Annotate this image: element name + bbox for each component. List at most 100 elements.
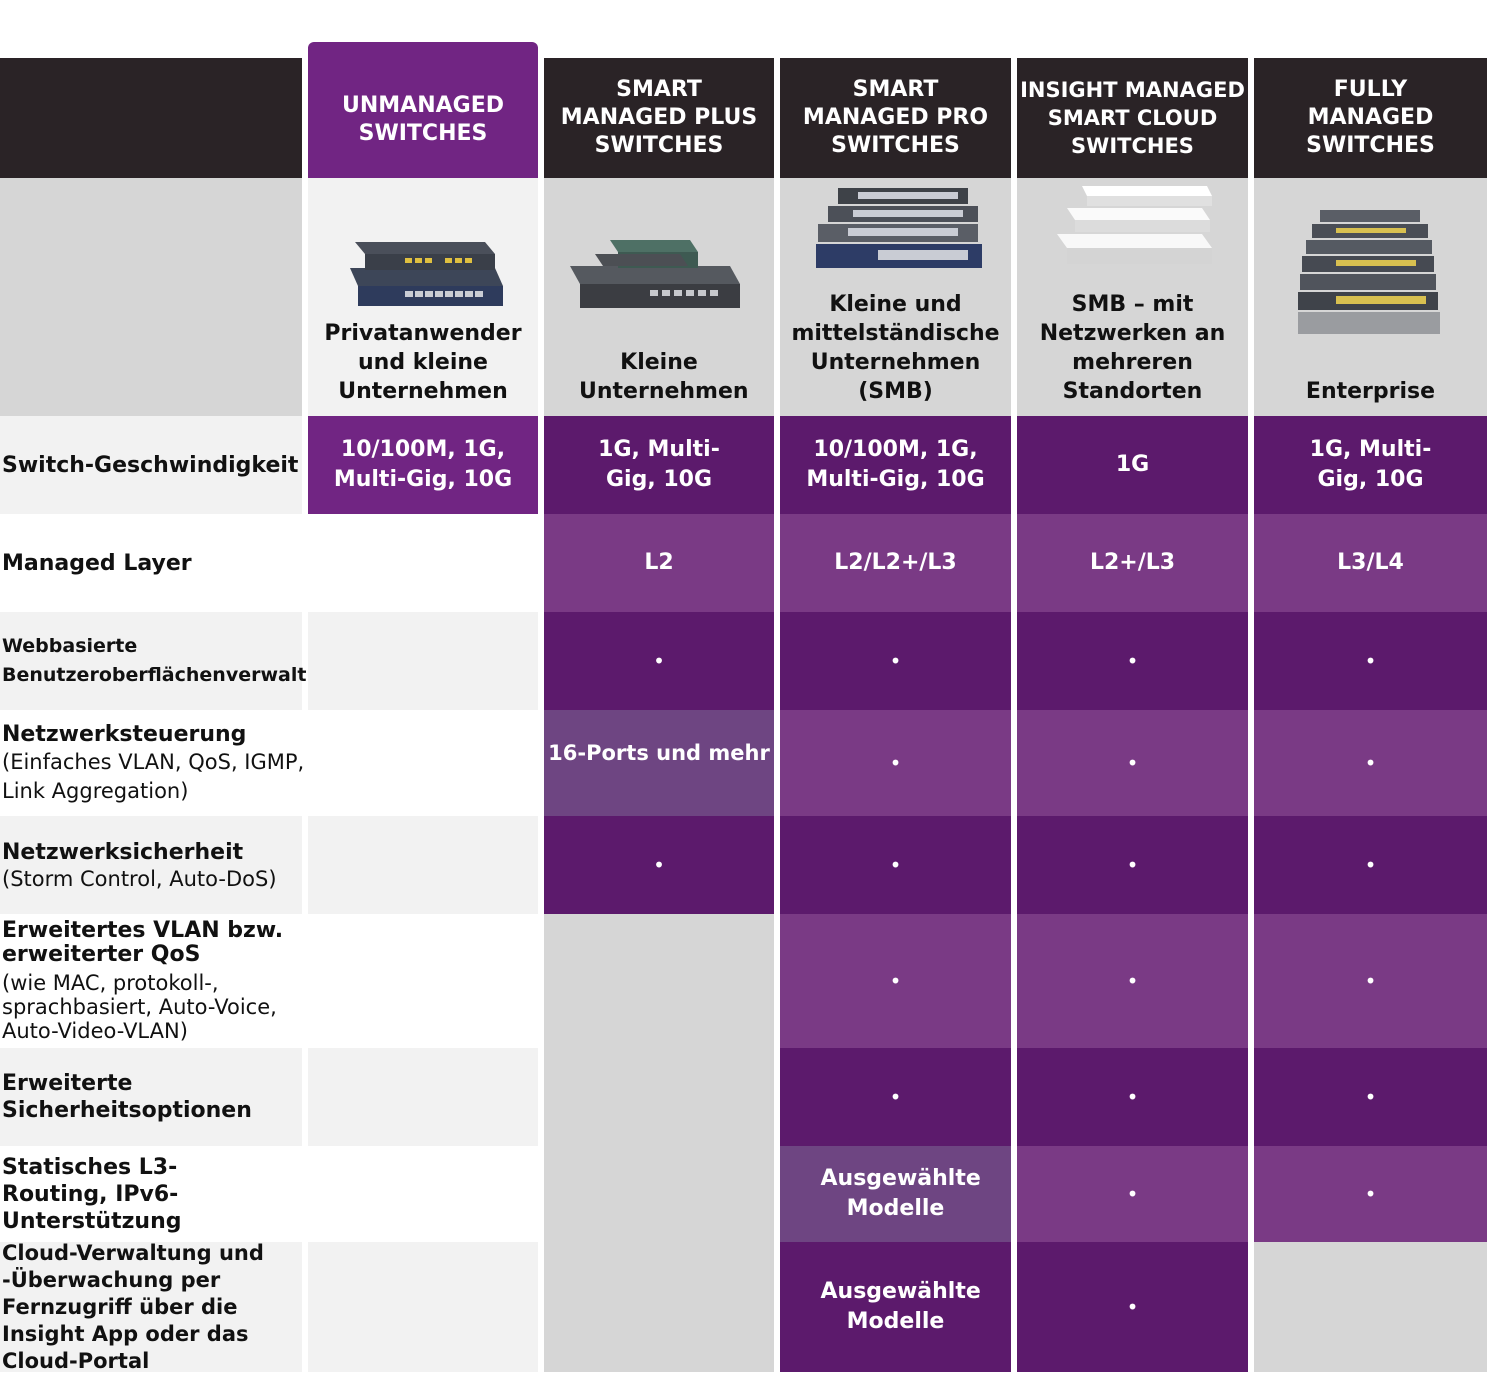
col-header-insight: INSIGHT MANAGED SMART CLOUD SWITCHES bbox=[1017, 58, 1248, 178]
cell-layer-unmanaged bbox=[308, 514, 538, 612]
segment-label: Enterprise bbox=[1305, 379, 1436, 404]
smart-pro-switch-image bbox=[816, 188, 982, 268]
row-label-managed-layer: Managed Layer bbox=[0, 514, 302, 612]
cell-web-smart-plus: • bbox=[544, 612, 774, 710]
cell-routing-fully-managed: • bbox=[1254, 1146, 1487, 1242]
cell-speed-insight: 1G bbox=[1017, 416, 1248, 514]
cell-routing-unmanaged bbox=[308, 1146, 538, 1242]
segment-label: Privatanwender und kleine Unternehmen bbox=[324, 321, 522, 404]
cell-web-smart-pro: • bbox=[780, 612, 1011, 710]
cell-security-fully-managed: • bbox=[1254, 816, 1487, 914]
bullet-icon: • bbox=[1126, 751, 1139, 775]
cell-control-unmanaged bbox=[308, 710, 538, 816]
cell-control-smart-pro: • bbox=[780, 710, 1011, 816]
cell-vlan-smart-plus bbox=[544, 914, 774, 1048]
cell-security-smart-plus: • bbox=[544, 816, 774, 914]
cell-text: 10/100M, 1G, Multi-Gig, 10G bbox=[333, 437, 513, 492]
cell-cloud-insight: • bbox=[1017, 1242, 1248, 1372]
cell-control-insight: • bbox=[1017, 710, 1248, 816]
cell-text: L2+/L3 bbox=[1089, 550, 1176, 575]
cell-text: 1G bbox=[1115, 452, 1150, 477]
row-sublabel-text: (wie MAC, protokoll-, sprachbasiert, Aut… bbox=[2, 971, 277, 1043]
bullet-icon: • bbox=[1364, 1182, 1377, 1206]
row-label-text: Switch-Geschwindigkeit bbox=[2, 452, 299, 478]
row-label-text: Erweitertes VLAN bzw. erweiterter QoS bbox=[2, 918, 284, 967]
cell-web-unmanaged bbox=[308, 612, 538, 710]
row-label-text: Netzwerksteuerung bbox=[2, 721, 247, 747]
bullet-icon: • bbox=[653, 649, 665, 673]
header-corner bbox=[0, 58, 302, 178]
bullet-icon: • bbox=[1364, 751, 1377, 775]
bullet-icon: • bbox=[1126, 649, 1139, 673]
bullet-icon: • bbox=[1126, 1085, 1139, 1109]
cell-web-fully-managed: • bbox=[1254, 612, 1487, 710]
cell-speed-smart-plus: 1G, Multi-Gig, 10G bbox=[544, 416, 774, 514]
bullet-icon: • bbox=[653, 853, 665, 877]
cell-vlan-unmanaged bbox=[308, 914, 538, 1048]
cell-layer-insight: L2+/L3 bbox=[1017, 514, 1248, 612]
row-label-text: Statisches L3-Routing, IPv6-Unterstützun… bbox=[2, 1154, 182, 1234]
row-label-text: Cloud-Verwaltung und -Überwachung per Fe… bbox=[2, 1240, 264, 1373]
col-title: SMART MANAGED PLUS SWITCHES bbox=[560, 77, 758, 158]
segment-label: Kleine Unternehmen bbox=[579, 350, 749, 404]
cell-control-smart-plus: 16-Ports und mehr bbox=[544, 710, 774, 816]
cell-cloud-smart-plus bbox=[544, 1242, 774, 1372]
smart-plus-switch-image bbox=[570, 240, 740, 308]
cell-vlan-fully-managed: • bbox=[1254, 914, 1487, 1048]
cell-text: 10/100M, 1G, Multi-Gig, 10G bbox=[806, 437, 985, 492]
cell-web-insight: • bbox=[1017, 612, 1248, 710]
bullet-icon: • bbox=[889, 751, 902, 775]
cell-routing-smart-pro: Ausgewählte Modelle bbox=[780, 1146, 1011, 1242]
cell-security-unmanaged bbox=[308, 816, 538, 914]
row-label-advanced-security: Erweiterte Sicherheitsoptionen bbox=[0, 1048, 302, 1146]
col-title: UNMANAGED SWITCHES bbox=[342, 93, 504, 146]
row-label-cloud-management: Cloud-Verwaltung und -Überwachung per Fe… bbox=[0, 1240, 302, 1373]
segment-label: Kleine und mittelständische Unternehmen … bbox=[791, 292, 1000, 404]
cell-advsec-smart-plus bbox=[544, 1048, 774, 1146]
col-title: INSIGHT MANAGED SMART CLOUD SWITCHES bbox=[1020, 78, 1245, 158]
cell-text: Ausgewählte Modelle bbox=[820, 1166, 981, 1221]
bullet-icon: • bbox=[1126, 1182, 1139, 1206]
col-title: SMART MANAGED PRO SWITCHES bbox=[802, 77, 989, 158]
cell-layer-smart-pro: L2/L2+/L3 bbox=[780, 514, 1011, 612]
cell-text: L2 bbox=[644, 550, 674, 575]
cell-advsec-fully-managed: • bbox=[1254, 1048, 1487, 1146]
insight-switch-image bbox=[1057, 186, 1212, 264]
cell-cloud-fully-managed bbox=[1254, 1242, 1487, 1372]
cell-advsec-smart-pro: • bbox=[780, 1048, 1011, 1146]
bullet-icon: • bbox=[889, 649, 902, 673]
row-label-network-control: Netzwerksteuerung (Einfaches VLAN, QoS, … bbox=[0, 710, 308, 816]
row-sublabel-text: (Einfaches VLAN, QoS, IGMP, Link Aggrega… bbox=[2, 749, 305, 803]
cell-security-smart-pro: • bbox=[780, 816, 1011, 914]
bullet-icon: • bbox=[1126, 969, 1139, 993]
cell-vlan-insight: • bbox=[1017, 914, 1248, 1048]
row-label-web-ui: Webbasierte Benutzeroberflächenverwaltun… bbox=[0, 612, 348, 710]
cell-advsec-unmanaged bbox=[308, 1048, 538, 1146]
cell-text: Ausgewählte Modelle bbox=[820, 1279, 981, 1334]
row-label-text: Erweiterte Sicherheitsoptionen bbox=[2, 1071, 252, 1123]
cell-cloud-unmanaged bbox=[308, 1242, 538, 1372]
cell-text: L2/L2+/L3 bbox=[834, 550, 957, 575]
cell-advsec-insight: • bbox=[1017, 1048, 1248, 1146]
cell-speed-unmanaged: 10/100M, 1G, Multi-Gig, 10G bbox=[308, 416, 538, 514]
row-label-text: Managed Layer bbox=[2, 550, 192, 576]
bullet-icon: • bbox=[1126, 853, 1139, 877]
cell-text: 1G, Multi-Gig, 10G bbox=[1309, 437, 1432, 492]
row-label-text: Webbasierte Benutzeroberflächenverwaltun… bbox=[2, 635, 348, 686]
cell-routing-smart-plus bbox=[544, 1146, 774, 1242]
cell-layer-fully-managed: L3/L4 bbox=[1254, 514, 1487, 612]
row-label-advanced-vlan: Erweitertes VLAN bzw. erweiterter QoS (w… bbox=[0, 914, 302, 1048]
cell-routing-insight: • bbox=[1017, 1146, 1248, 1242]
col-header-smart-plus: SMART MANAGED PLUS SWITCHES bbox=[544, 58, 774, 178]
cell-text: L3/L4 bbox=[1337, 550, 1404, 575]
row-label-static-routing: Statisches L3-Routing, IPv6-Unterstützun… bbox=[0, 1146, 302, 1242]
bullet-icon: • bbox=[889, 853, 902, 877]
cell-speed-fully-managed: 1G, Multi-Gig, 10G bbox=[1254, 416, 1487, 514]
fully-managed-switch-image bbox=[1298, 210, 1440, 334]
bullet-icon: • bbox=[889, 969, 902, 993]
cell-control-fully-managed: • bbox=[1254, 710, 1487, 816]
row-label-switch-speed: Switch-Geschwindigkeit bbox=[0, 416, 302, 514]
segment-label: SMB – mit Netzwerken an mehreren Standor… bbox=[1039, 292, 1226, 404]
row-label-text: Netzwerksicherheit bbox=[2, 839, 244, 865]
cell-cloud-smart-pro: Ausgewählte Modelle bbox=[780, 1242, 1011, 1372]
